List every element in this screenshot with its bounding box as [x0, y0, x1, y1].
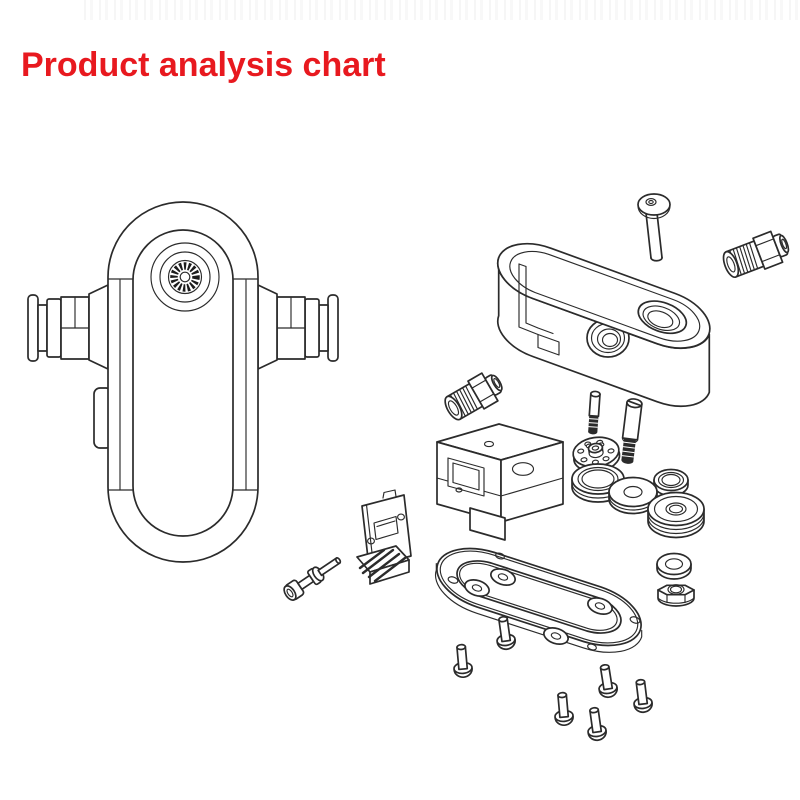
plate-boss [587, 597, 613, 615]
push-fit-connector-right [257, 284, 339, 370]
cover-screw [633, 678, 653, 713]
push-fit-connector [444, 372, 503, 421]
assembled-view [27, 201, 342, 601]
top-watermark [84, 0, 800, 20]
cover-screw [554, 691, 574, 727]
plate-boss [490, 568, 516, 586]
threaded-pin [588, 390, 601, 435]
push-fit-connector-left [27, 284, 109, 370]
threaded-plug [722, 230, 790, 279]
exploded-view [356, 193, 790, 742]
fixing-screw [283, 557, 342, 601]
clamp-body [496, 242, 711, 408]
plate-boss [464, 579, 490, 597]
cover-screw [453, 643, 473, 679]
plate-boss [543, 627, 569, 645]
cover-screw [598, 663, 618, 699]
hex-flange-nut [657, 584, 695, 607]
grooved-pulley [647, 491, 705, 539]
housing-body [107, 201, 259, 563]
washer [656, 552, 692, 580]
cover-screw [496, 615, 516, 651]
lens-port [150, 242, 220, 312]
cover-screw [587, 706, 607, 742]
mounting-bracket [356, 489, 412, 585]
base-plate [434, 547, 643, 653]
switch-block [436, 423, 564, 541]
clamp-jaw [518, 263, 560, 356]
small-ring [653, 468, 689, 497]
slotted-stud [621, 398, 643, 464]
button-head-screw [637, 193, 671, 262]
threaded-hole [637, 300, 688, 335]
page-title: Product analysis chart [21, 46, 386, 84]
